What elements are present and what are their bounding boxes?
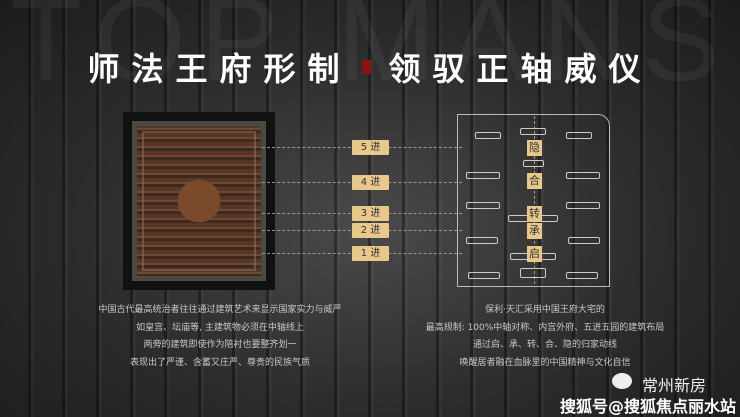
forbidden-city-aerial-photo: [123, 112, 275, 290]
page-title: 师法王府形制领驭正轴威仪: [0, 44, 740, 90]
axis-char-qi: 启: [527, 246, 542, 262]
brand-name: 常州新房: [642, 376, 707, 395]
watermark-text: TOP MANSION: [10, 0, 740, 106]
axis-char-cheng: 承: [527, 223, 542, 239]
wechat-icon: [612, 373, 632, 389]
right-description: 保利·天汇采用中国王府大宅的 最高规制: 100%中轴对称、内宫外府、五进五园的…: [400, 302, 690, 372]
source-credit: 搜狐号@搜狐焦点丽水站: [560, 397, 737, 416]
axis-char-yin: 隐: [527, 140, 542, 156]
level-label-2: 2 进: [352, 223, 389, 238]
central-axis: [534, 116, 535, 284]
text-line: 最高规制: 100%中轴对称、内宫外府、五进五园的建筑布局: [425, 322, 665, 333]
level-label-1: 1 进: [352, 246, 389, 261]
site-plan-diagram: [457, 114, 610, 287]
text-line: 中国古代最高统治者往往通过建筑艺术来显示国家实力与威严: [98, 305, 342, 315]
text-line: 表现出了严谨、含蓄又庄严、尊贵的民族气质: [129, 357, 310, 368]
text-line: 唤醒居者融在血脉里的中国精神与文化自信: [459, 357, 631, 368]
text-line: 通过启、承、转、合、隐的归家动线: [472, 340, 617, 350]
title-right: 领驭正轴威仪: [388, 50, 653, 88]
title-left: 师法王府形制: [87, 50, 352, 88]
left-description: 中国古代最高统治者往往通过建筑艺术来显示国家实力与威严 如皇宫、坛庙等, 主建筑…: [60, 302, 380, 372]
level-label-4: 4 进: [352, 175, 389, 190]
axis-char-he: 合: [527, 173, 542, 189]
level-label-5: 5 进: [352, 140, 389, 155]
text-line: 两旁的建筑即使作为陪衬也要整齐划一: [143, 340, 297, 350]
seal-icon: [361, 60, 371, 74]
axis-char-zhuan: 转: [527, 206, 542, 222]
text-line: 如皇宫、坛庙等, 主建筑物必须在中轴线上: [136, 322, 304, 333]
level-label-3: 3 进: [352, 206, 389, 221]
text-line: 保利·天汇采用中国王府大宅的: [485, 305, 605, 315]
